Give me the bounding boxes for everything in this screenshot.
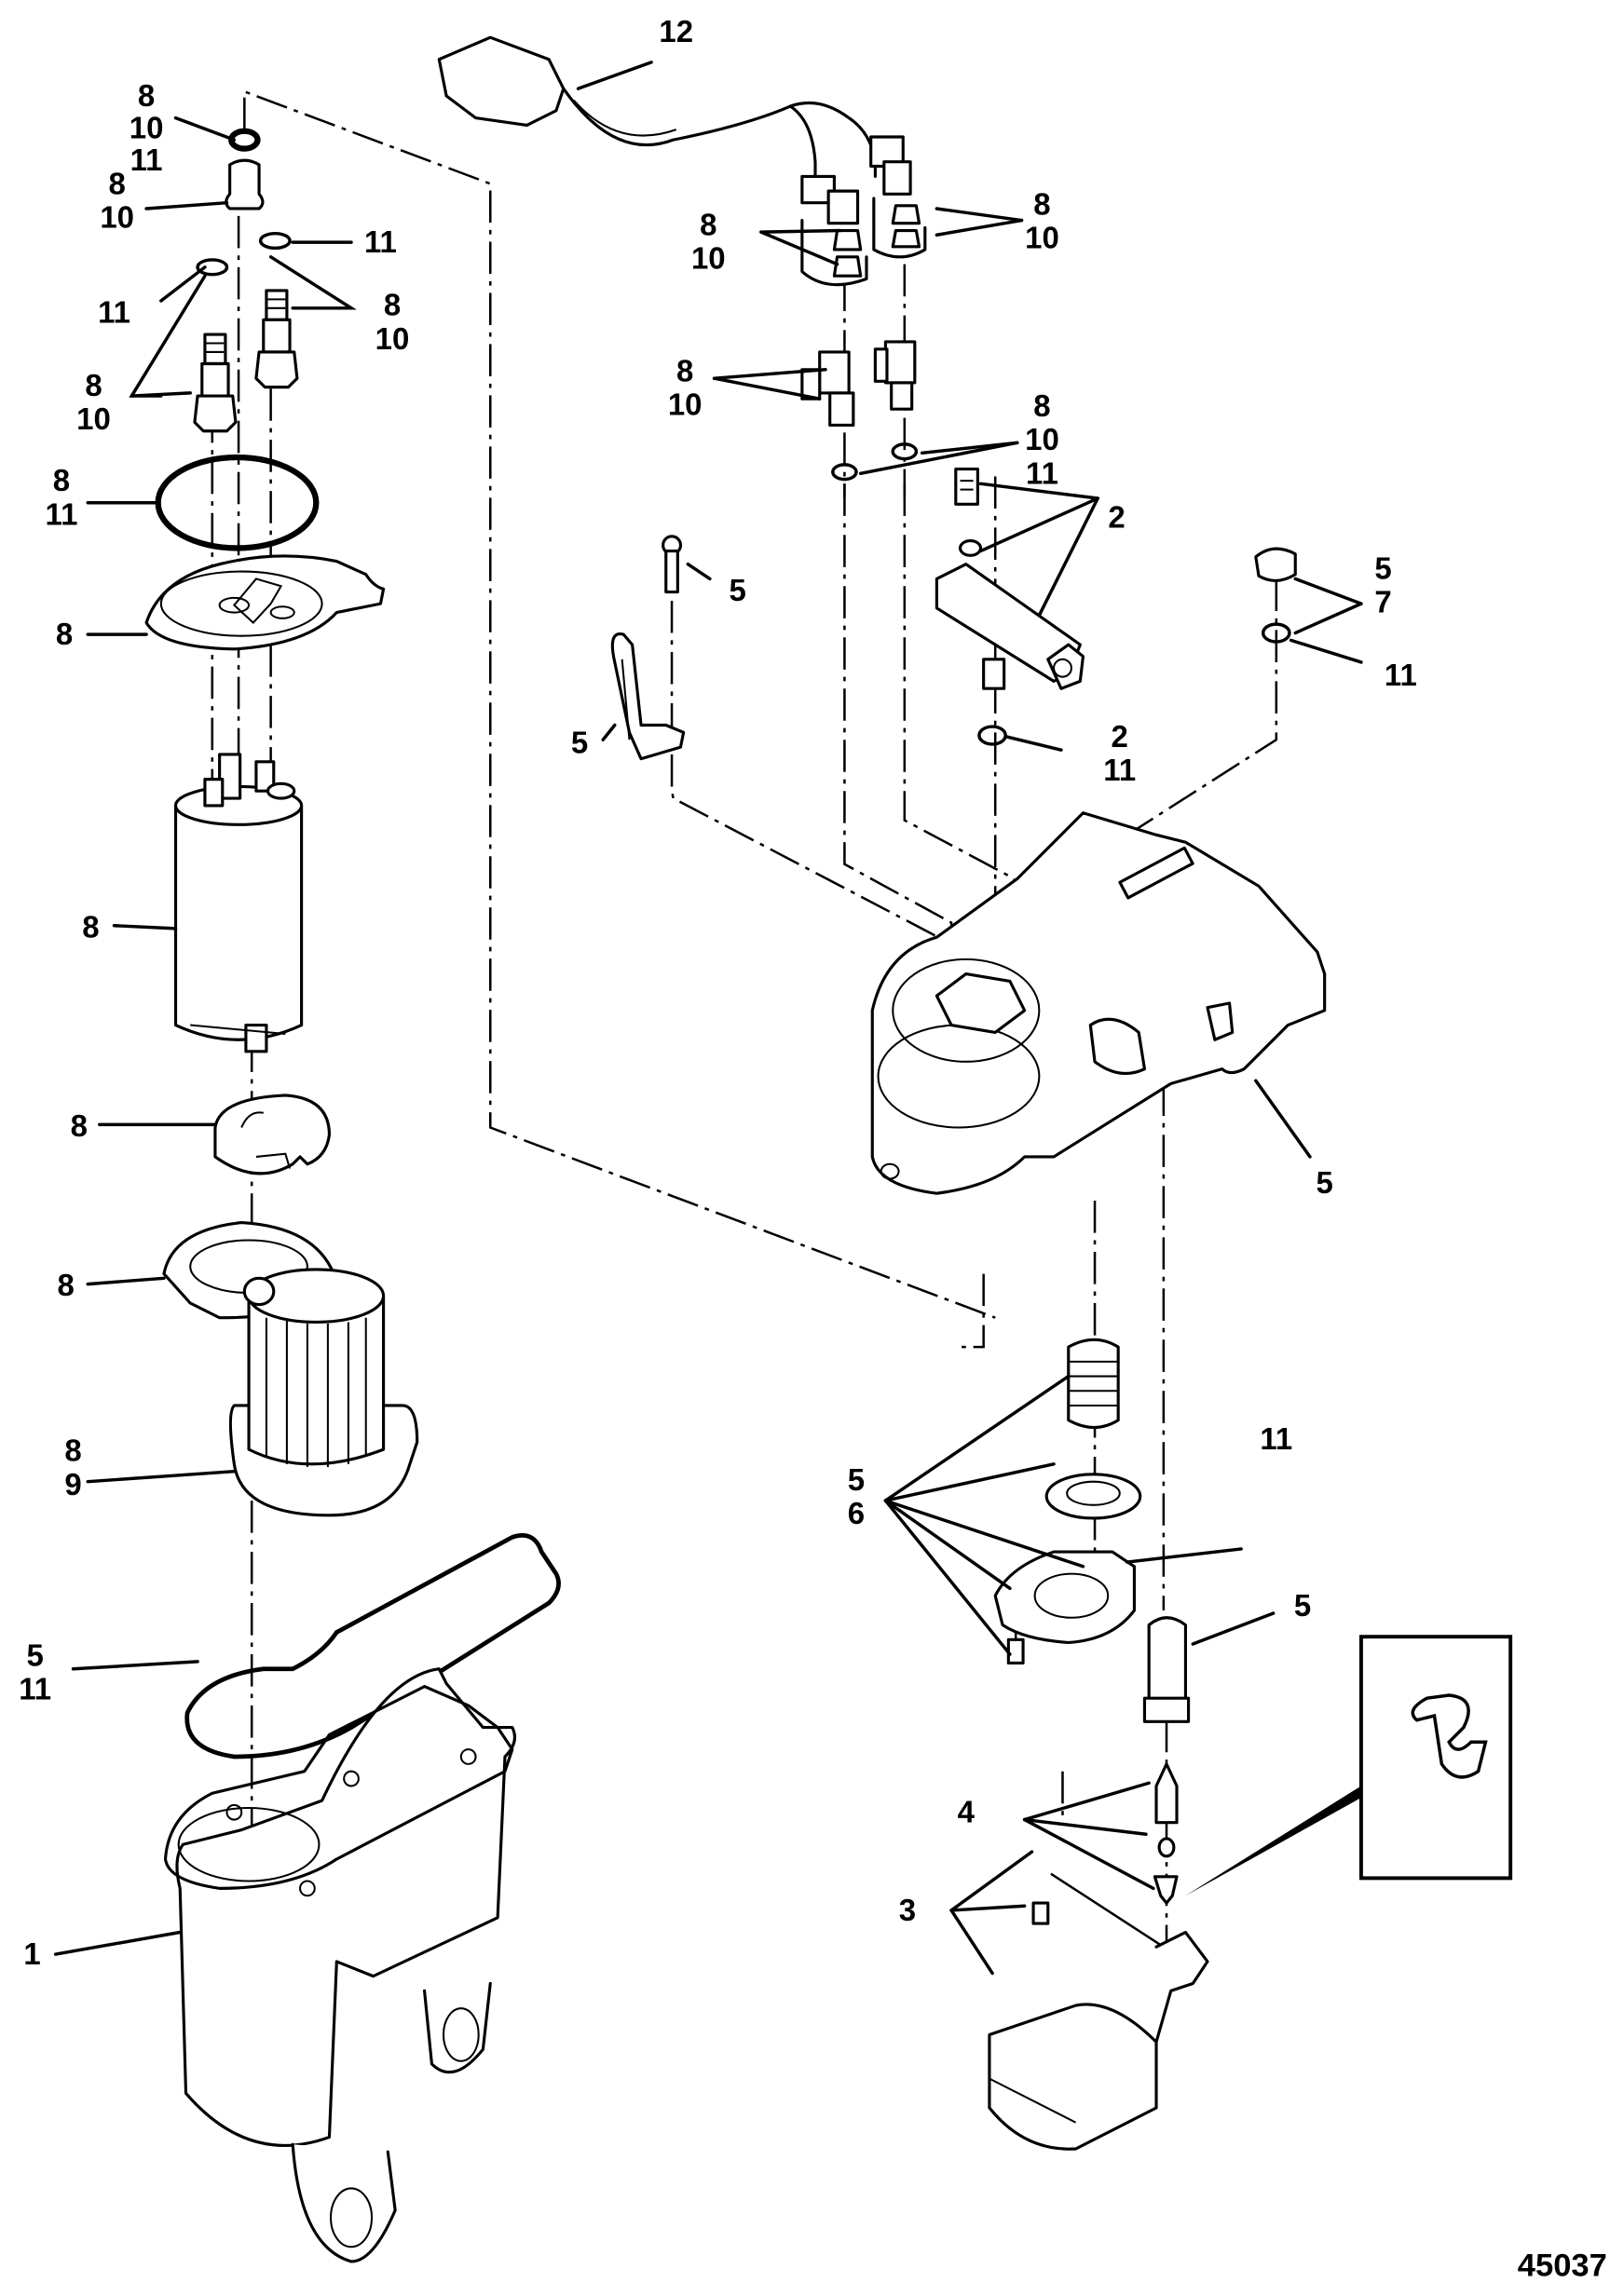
- callout-stud-left-1: 8: [85, 368, 102, 402]
- callout-oring-right: 11: [364, 224, 397, 259]
- callout-sensor-orings-2: 10: [1025, 422, 1059, 456]
- pressure-regulator: [993, 1338, 1142, 1665]
- line-cover-left: [962, 1273, 985, 1349]
- callout-sensors-1: 8: [676, 353, 693, 387]
- oring-right-small: [258, 231, 292, 251]
- seal-ring: [155, 454, 320, 551]
- line-clip-to-cover: [670, 600, 945, 942]
- callout-stud-left-2: 10: [76, 401, 111, 436]
- callout-gasket-1: 5: [27, 1638, 44, 1673]
- float-valve: [1142, 1616, 1191, 1905]
- detail-inset: [1185, 1635, 1513, 1896]
- callout-gasket-2: 11: [19, 1672, 51, 1706]
- callout-regulator-2: 6: [848, 1496, 865, 1530]
- callout-pump: 8: [82, 909, 99, 944]
- callout-float-valve: 5: [1294, 1588, 1311, 1623]
- callout-oring-left: 11: [98, 295, 130, 330]
- bowl-gasket: [184, 1533, 561, 1759]
- fuel-filter: [228, 1268, 419, 1517]
- callout-top-ring-2: 10: [130, 111, 164, 145]
- callout-plug-2: 7: [1374, 585, 1391, 619]
- left-stack: [144, 128, 561, 2263]
- wiring-harness: [437, 35, 927, 287]
- callout-stud-right-1: 8: [384, 288, 401, 322]
- line-sensor-a-to-cover: [843, 483, 953, 952]
- module-cover: [870, 811, 1327, 1195]
- callout-seal-ring-2: 11: [46, 496, 78, 531]
- callout-clip: 5: [571, 725, 588, 759]
- callout-fitting-oring-1: 2: [1112, 719, 1128, 754]
- callout-sensor-nuts-right-1: 8: [1033, 186, 1050, 221]
- callout-screw: 5: [730, 573, 746, 607]
- mounting-plate: [144, 554, 386, 651]
- stud-left: [193, 333, 238, 433]
- callout-float: 3: [899, 1893, 916, 1927]
- callout-top-ring-3: 11: [130, 143, 163, 177]
- oring-left-small: [196, 258, 229, 277]
- callout-plug-oring: 11: [1385, 658, 1417, 692]
- right-assembly: [437, 35, 1513, 2151]
- stud-right: [254, 289, 299, 389]
- callout-sensor-orings-3: 11: [1026, 455, 1058, 490]
- callout-stud-right-2: 10: [375, 321, 410, 356]
- callout-reg-oring: 11: [1260, 1421, 1292, 1456]
- callout-filter-2: 9: [64, 1467, 81, 1501]
- callout-bracket: 8: [58, 1268, 75, 1302]
- fuel-bowl: [163, 1667, 516, 2263]
- callout-harness: 12: [659, 14, 693, 48]
- callout-sensors-2: 10: [668, 387, 703, 421]
- screw-and-clip: [610, 535, 686, 761]
- top-fitting: [225, 158, 265, 211]
- phantom-line-main: [243, 89, 996, 1319]
- callout-fitting-oring-2: 11: [1103, 753, 1136, 787]
- callout-retainer: 8: [71, 1108, 88, 1143]
- callout-regulator-1: 5: [848, 1462, 865, 1497]
- fuel-fitting: [935, 468, 1085, 746]
- callout-seal-ring-1: 8: [53, 463, 70, 497]
- callout-filter-1: 8: [64, 1433, 81, 1468]
- retainer: [213, 1094, 332, 1175]
- line-sensor-b-to-cover: [903, 483, 1016, 952]
- callout-fitting-assy: 2: [1108, 499, 1125, 534]
- sensors: [800, 340, 919, 482]
- leader-lines: [53, 61, 1363, 1976]
- callout-top-ring-1: 8: [138, 78, 155, 113]
- callout-sensor-nuts-left-1: 8: [700, 207, 716, 241]
- callout-sensor-orings-1: 8: [1033, 388, 1050, 423]
- callout-sensor-nuts-right-2: 10: [1025, 220, 1059, 254]
- fuel-pump: [173, 753, 304, 1053]
- callout-cover: 5: [1317, 1165, 1333, 1200]
- callout-bowl: 1: [23, 1936, 40, 1971]
- plug: [1254, 547, 1297, 644]
- float: [988, 1872, 1209, 2151]
- figure-number: 45037: [1518, 2248, 1607, 2284]
- callout-plug-1: 5: [1374, 550, 1391, 585]
- callouts: 8 10 11 8 10 11 11 8 10 8 10 8 11 8 8 8 …: [19, 14, 1607, 2284]
- callout-fitting-top-1: 8: [109, 166, 126, 200]
- callout-sensor-nuts-left-2: 10: [691, 240, 726, 275]
- callout-plate: 8: [56, 617, 73, 651]
- callout-needle: 4: [958, 1795, 976, 1829]
- callout-fitting-top-2: 10: [100, 199, 134, 234]
